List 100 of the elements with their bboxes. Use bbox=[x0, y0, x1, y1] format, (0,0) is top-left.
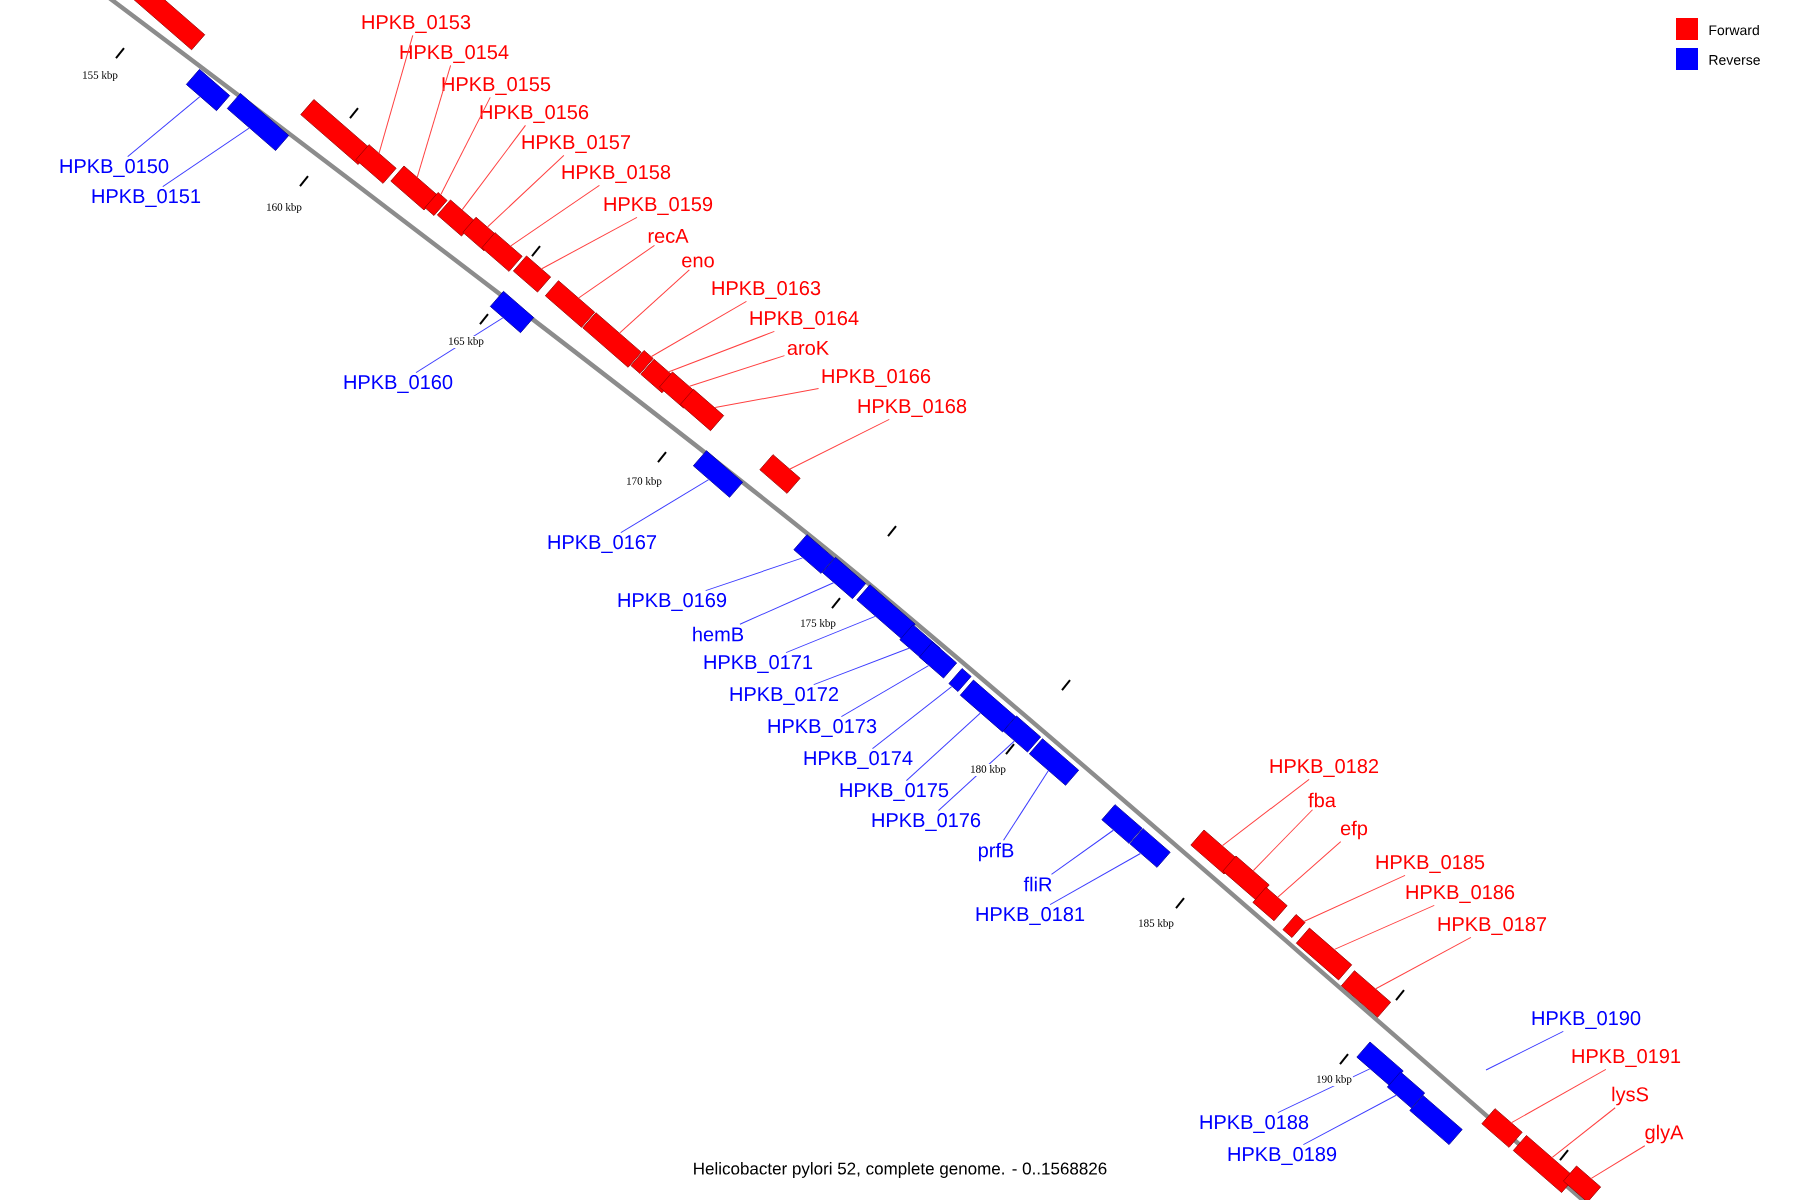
leader-line bbox=[668, 330, 775, 373]
leader-line bbox=[1303, 874, 1406, 922]
gene-label: HPKB_0153 bbox=[362, 15, 471, 33]
gene-label: HPKB_0186 bbox=[1406, 885, 1515, 903]
leader-line bbox=[510, 184, 600, 247]
leader-line bbox=[619, 269, 690, 334]
leader-line bbox=[1302, 1094, 1397, 1146]
gene-block bbox=[1481, 1108, 1523, 1148]
gene-block bbox=[355, 144, 397, 184]
gene-label: HPKB_0191 bbox=[1572, 1049, 1681, 1067]
gene-block bbox=[918, 641, 958, 679]
gene-label: HPKB_0150 bbox=[60, 159, 169, 177]
gene-label: aroK bbox=[787, 341, 829, 355]
leader-line bbox=[440, 96, 491, 195]
gene-label: HPKB_0169 bbox=[618, 593, 727, 611]
leader-line bbox=[461, 124, 526, 211]
leader-line bbox=[1485, 1030, 1564, 1071]
gene-block bbox=[130, 0, 206, 51]
gene-block bbox=[544, 280, 596, 328]
gene-label: prfB bbox=[978, 842, 1014, 862]
gene-block bbox=[692, 450, 744, 498]
gene-label: HPKB_0189 bbox=[1228, 1147, 1337, 1165]
leader-line bbox=[415, 317, 504, 374]
leader-line bbox=[705, 557, 804, 592]
gene-block bbox=[679, 388, 725, 432]
leader-line bbox=[541, 216, 638, 270]
gene-label: HPKB_0182 bbox=[1270, 759, 1379, 777]
gene-label: HPKB_0190 bbox=[1532, 1011, 1641, 1029]
gene-block bbox=[1409, 1095, 1463, 1145]
gene-label: HPKB_0175 bbox=[840, 783, 949, 801]
leader-line bbox=[162, 127, 250, 188]
gene-block bbox=[1002, 715, 1042, 753]
leader-line bbox=[620, 479, 710, 534]
leader-line bbox=[785, 615, 876, 654]
gene-block bbox=[821, 556, 867, 600]
leader-line bbox=[905, 712, 981, 782]
leader-line bbox=[578, 244, 655, 299]
gene-label: HPKB_0154 bbox=[400, 45, 509, 63]
gene-label: HPKB_0181 bbox=[976, 907, 1085, 925]
gene-block bbox=[1129, 828, 1171, 868]
leader-line bbox=[1551, 1107, 1616, 1158]
gene-block bbox=[390, 165, 438, 211]
gene-block bbox=[1340, 970, 1392, 1018]
gene-block bbox=[1222, 855, 1270, 901]
gene-label: eno bbox=[682, 256, 714, 268]
gene-block bbox=[512, 255, 552, 293]
gene-label: HPKB_0171 bbox=[704, 655, 813, 673]
gene-block bbox=[1563, 1165, 1602, 1200]
gene-label: HPKB_0187 bbox=[1438, 917, 1547, 935]
leader-line bbox=[840, 665, 930, 718]
gene-label: HPKB_0176 bbox=[872, 813, 981, 831]
leader-line bbox=[813, 647, 910, 686]
gene-block bbox=[1356, 1041, 1404, 1087]
leader-line bbox=[1590, 1145, 1646, 1179]
gene-label: HPKB_0174 bbox=[804, 751, 913, 769]
leader-line bbox=[714, 388, 820, 409]
gene-block bbox=[793, 534, 835, 574]
leader-line bbox=[1049, 852, 1141, 906]
leader-line bbox=[937, 740, 1015, 812]
caption: Helicobacter pylori 52, complete genome. - 0..1568826 bbox=[694, 1162, 1107, 1178]
gene-block bbox=[759, 454, 801, 494]
gene-label: HPKB_0158 bbox=[562, 165, 671, 183]
gene-block bbox=[959, 679, 1017, 733]
gene-label: HPKB_0156 bbox=[480, 105, 589, 123]
gene-block bbox=[582, 312, 642, 368]
leader-line bbox=[487, 154, 565, 228]
gene-label: glyA bbox=[1645, 1124, 1684, 1144]
leader-line bbox=[1003, 770, 1049, 841]
gene-block bbox=[1028, 738, 1080, 786]
gene-label: HPKB_0185 bbox=[1376, 855, 1485, 873]
leader-line bbox=[872, 686, 953, 750]
gene-label: HPKB_0167 bbox=[548, 535, 657, 553]
gene-block bbox=[424, 192, 448, 216]
gene-label: HPKB_0166 bbox=[822, 369, 931, 387]
leader-line bbox=[1277, 1068, 1371, 1114]
leader-line bbox=[416, 64, 452, 178]
gene-label: HPKB_0155 bbox=[442, 77, 551, 95]
gene-label: HPKB_0164 bbox=[750, 311, 859, 329]
gene-label: recA bbox=[648, 229, 689, 243]
gene-label: HPKB_0159 bbox=[604, 197, 713, 215]
gene-label: fba bbox=[1308, 792, 1336, 808]
leader-line bbox=[1252, 809, 1313, 872]
gene-block bbox=[300, 99, 372, 165]
gene-label: HPKB_0173 bbox=[768, 719, 877, 737]
leader-line bbox=[378, 34, 414, 154]
gene-block bbox=[856, 584, 916, 640]
gene-label: HPKB_0188 bbox=[1200, 1115, 1309, 1133]
gene-block bbox=[948, 668, 972, 692]
leader-line bbox=[127, 96, 201, 158]
gene-label: HPKB_0151 bbox=[92, 189, 201, 207]
gene-block bbox=[1295, 927, 1353, 981]
gene-block bbox=[226, 93, 290, 151]
gene-label: hemB bbox=[693, 626, 744, 642]
leader-line bbox=[1277, 841, 1342, 898]
gene-block bbox=[1282, 914, 1306, 938]
gene-block bbox=[1252, 886, 1288, 922]
gene-label: fliR bbox=[1023, 876, 1052, 892]
gene-block bbox=[1101, 804, 1143, 844]
leader-line bbox=[1334, 904, 1435, 950]
leader-line bbox=[1221, 778, 1310, 847]
